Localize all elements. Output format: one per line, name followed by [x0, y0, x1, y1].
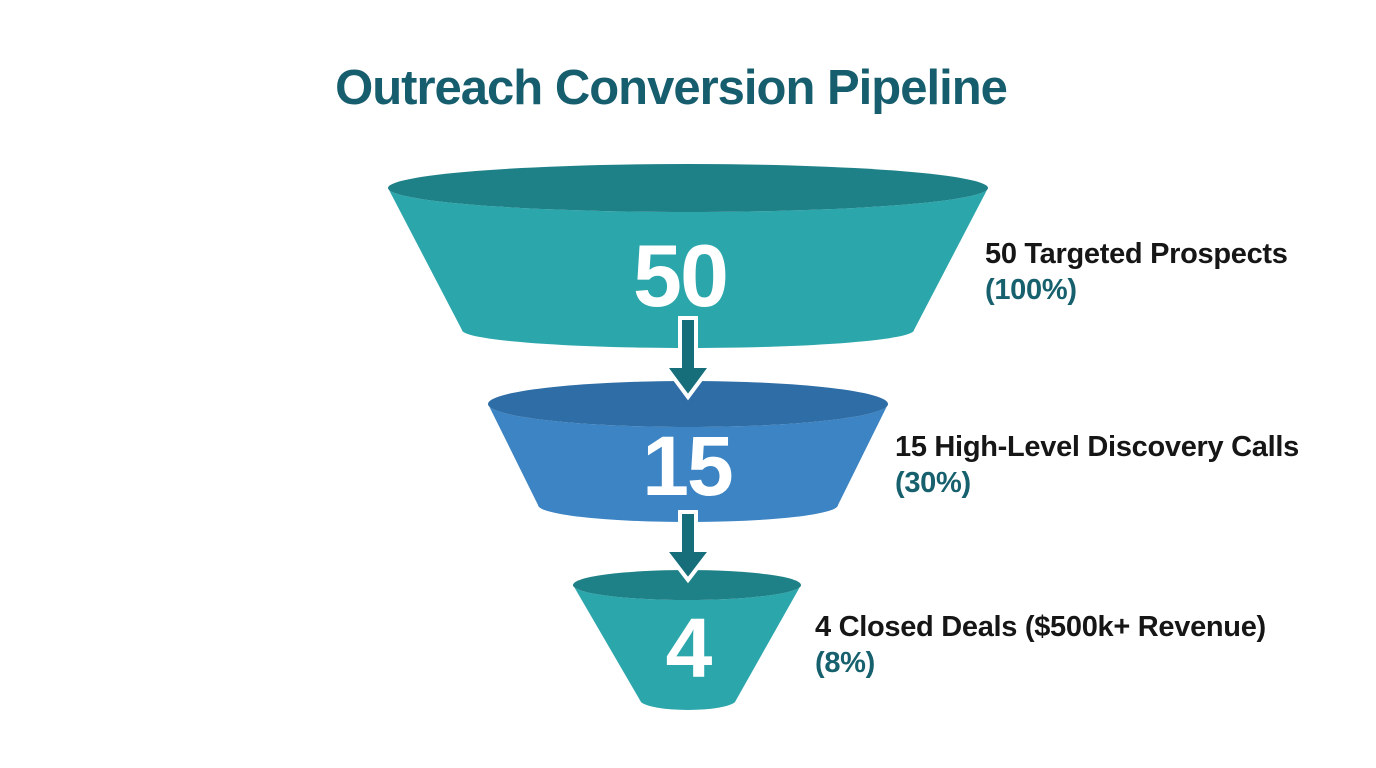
stage-1-label: 50 Targeted Prospects (100%)	[985, 236, 1288, 308]
funnel-stage-1-body	[388, 188, 988, 348]
stage-1-value: 50	[633, 226, 729, 325]
funnel-stage-3-top	[573, 570, 801, 600]
funnel-stage-2-body	[488, 404, 888, 522]
funnel-stage-3-body	[573, 585, 801, 710]
down-arrow-1-icon	[661, 316, 715, 401]
stage-3-label: 4 Closed Deals ($500k+ Revenue) (8%)	[815, 609, 1266, 681]
stage-3-percent: (8%)	[815, 647, 876, 679]
stage-2-value: 15	[642, 419, 733, 513]
stage-1-label-text: 50 Targeted Prospects	[985, 238, 1288, 270]
stage-2-percent: (30%)	[895, 467, 971, 499]
down-arrow-2-icon	[660, 510, 716, 584]
stage-2-label-text: 15 High-Level Discovery Calls	[895, 431, 1299, 463]
stage-3-value: 4	[665, 601, 713, 695]
funnel-stage-1-top	[388, 164, 988, 212]
funnel-stage-2-top	[488, 381, 888, 427]
stage-2-label: 15 High-Level Discovery Calls (30%)	[895, 429, 1299, 501]
stage-1-percent: (100%)	[985, 274, 1077, 306]
stage-3-label-text: 4 Closed Deals ($500k+ Revenue)	[815, 611, 1266, 643]
chart-title: Outreach Conversion Pipeline	[335, 61, 1008, 115]
